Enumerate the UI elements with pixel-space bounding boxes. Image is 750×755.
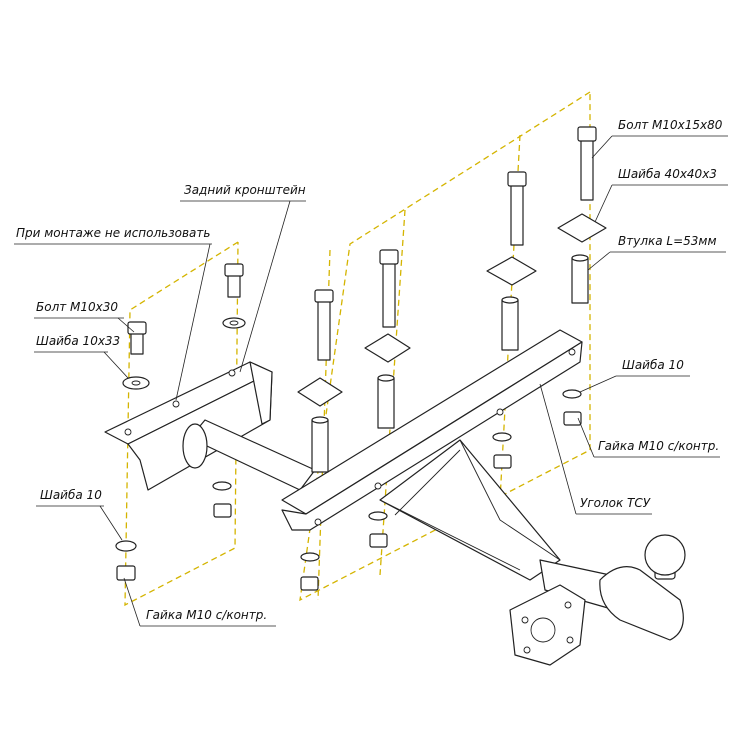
- guide-line-right-group: [299, 91, 591, 602]
- label-rear-bracket: Задний кронштейн: [184, 183, 306, 197]
- label-nut-m10-left: Гайка M10 с/контр.: [146, 608, 268, 622]
- tsu-angle-beam: [281, 329, 583, 531]
- bolt-m10x30-left: [122, 321, 150, 390]
- bracket-hole: [172, 400, 180, 408]
- guide-line-left-group: [124, 241, 239, 607]
- label-do-not-use: При монтаже не использовать: [16, 226, 211, 240]
- label-bolt-m10x15x80: Болт M10x15x80: [618, 118, 723, 132]
- label-sleeve-l53: Втулка L=53мм: [618, 234, 717, 248]
- bracket-hole: [228, 369, 236, 377]
- bolt-stack-3: [486, 171, 537, 351]
- beam-hole: [374, 482, 382, 490]
- cross-tube: [182, 419, 316, 491]
- label-nut-m10-right: Гайка M10 с/контр.: [598, 439, 720, 453]
- bolt-stack-2: [364, 249, 411, 429]
- bracket-hole: [124, 428, 132, 436]
- label-washer-40x40x3: Шайба 40x40x3: [618, 167, 717, 181]
- leader-lines: [14, 135, 728, 627]
- beam-hole: [568, 348, 576, 356]
- label-washer-10-right: Шайба 10: [622, 358, 684, 372]
- bolt-stack-1: [297, 289, 343, 473]
- socket-plate: [509, 584, 586, 666]
- lower-fasteners: [115, 389, 582, 591]
- label-bolt-m10x30: Болт M10x30: [36, 300, 119, 314]
- beam-hole: [496, 408, 504, 416]
- label-washer-10-left: Шайба 10: [40, 488, 102, 502]
- label-washer-10x33: Шайба 10x33: [36, 334, 121, 348]
- tow-ball: [599, 534, 686, 641]
- bolt-top-left: [222, 263, 246, 329]
- beam-hole: [314, 518, 322, 526]
- label-angle-tsu: Уголок ТСУ: [580, 496, 651, 510]
- bolt-stack-4: [557, 126, 607, 304]
